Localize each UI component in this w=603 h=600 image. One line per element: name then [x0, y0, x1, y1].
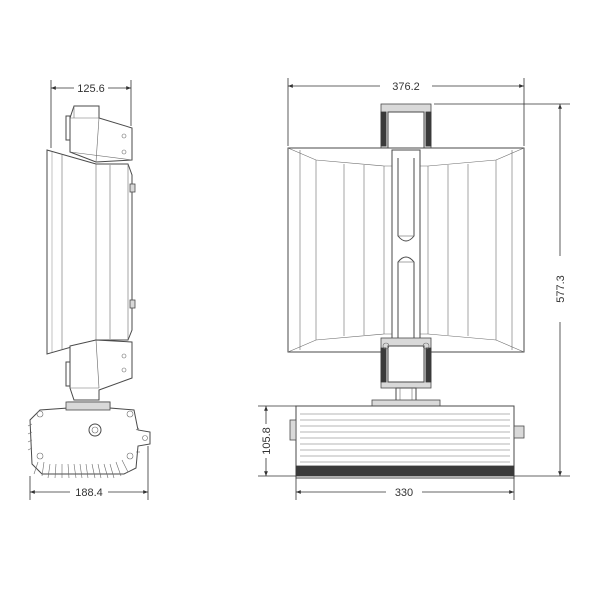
dim-base-height: 105.8 — [261, 427, 273, 455]
dim-total-width: 376.2 — [392, 81, 420, 93]
dim-total-height: 577.3 — [555, 275, 567, 303]
front-view — [287, 103, 525, 479]
dim-housing-width: 330 — [395, 487, 413, 499]
dimension-labels: 125.6 376.2 577.3 105.8 188.4 330 — [75, 81, 567, 499]
dim-base-width: 188.4 — [75, 487, 103, 499]
dim-side-width: 125.6 — [77, 83, 105, 95]
dimension-lines — [29, 78, 570, 500]
side-view — [27, 105, 151, 479]
